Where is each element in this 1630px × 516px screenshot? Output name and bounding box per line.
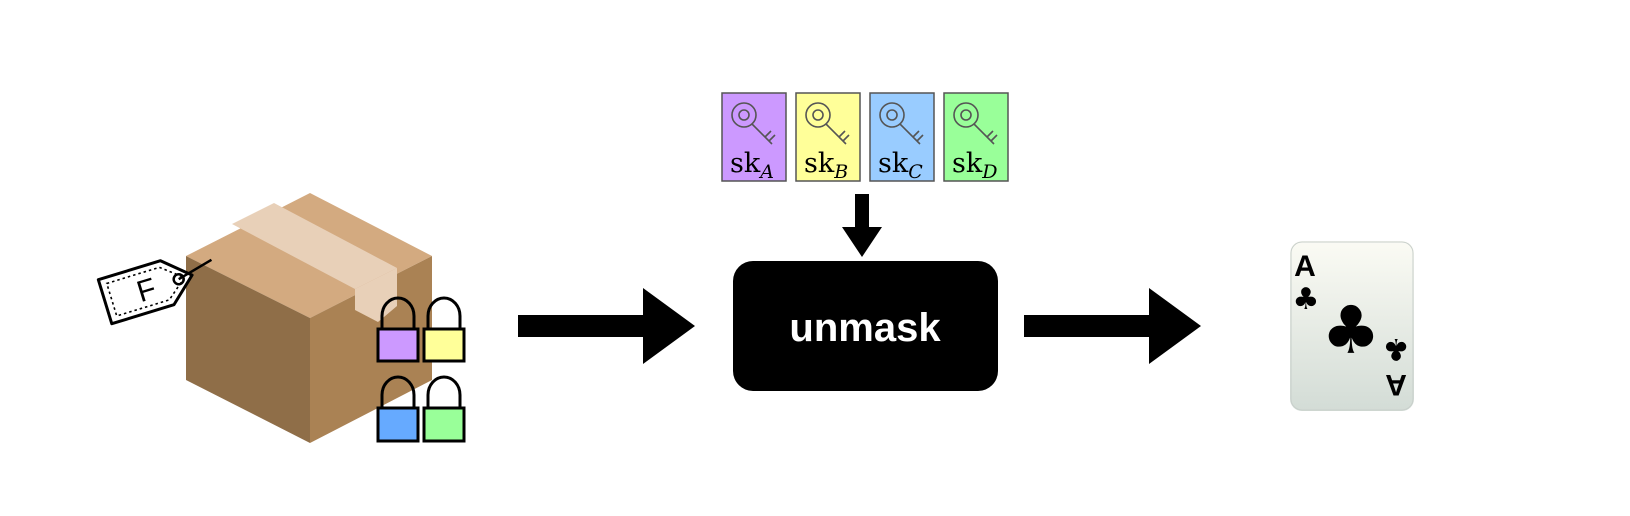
card-suit-bottom: ♣: [1383, 331, 1410, 366]
arrow-keys-to-unmask: [842, 194, 882, 257]
key-icon: [879, 102, 924, 145]
padlock-icon-purple: [376, 296, 420, 363]
padlock-icon-blue: [376, 375, 420, 443]
svg-text:skB: skB: [804, 148, 848, 183]
package-box: [186, 193, 432, 443]
file-tag: F: [96, 258, 213, 326]
padlock-group: [376, 296, 466, 443]
arrow-to-unmask: [518, 288, 695, 364]
key-card-c: skC: [869, 92, 935, 183]
secret-keys: skA skB skC: [721, 92, 1009, 183]
key-card-b: skB: [795, 92, 861, 183]
unmask-label: unmask: [789, 306, 941, 350]
key-icon: [953, 102, 998, 145]
card-rank-top: A: [1294, 250, 1316, 283]
playing-card-ace-of-clubs: A ♣ ♣ ♣ A: [1290, 241, 1414, 411]
key-card-a: skA: [721, 92, 787, 183]
card-suit-center: ♣: [1321, 292, 1380, 369]
key-card-d: skD: [943, 92, 1009, 183]
arrow-to-card: [1024, 288, 1201, 364]
key-icon: [731, 102, 776, 145]
padlock-icon-yellow: [422, 296, 466, 363]
unmask-box: unmask: [733, 261, 998, 391]
svg-text:skA: skA: [730, 148, 774, 183]
key-icon: [805, 102, 850, 145]
svg-text:skC: skC: [878, 148, 923, 183]
svg-text:skD: skD: [952, 148, 997, 183]
card-suit-top: ♣: [1293, 282, 1320, 317]
card-rank-bottom: A: [1385, 368, 1407, 401]
padlock-icon-green: [422, 375, 466, 443]
